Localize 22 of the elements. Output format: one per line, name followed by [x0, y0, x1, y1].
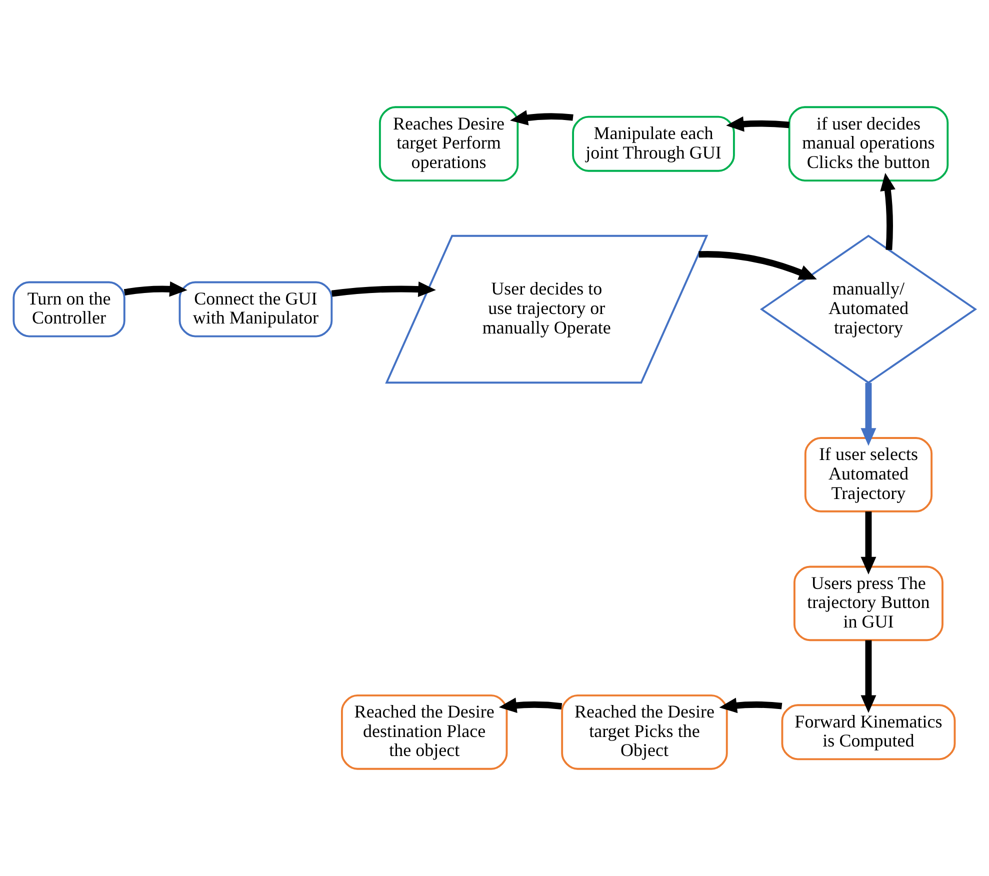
node-box: Reached the Desire destination Place the object [340, 694, 508, 770]
arrow [698, 251, 817, 280]
node-box: If user selects Automated Trajectory [804, 437, 933, 512]
arrow [726, 116, 790, 132]
node-box: Forward Kinematics is Computed [781, 704, 956, 760]
node-box: Turn on the Controller [12, 281, 126, 338]
node-diamond: manually/ Automated trajectory [760, 234, 978, 384]
node-box: if user decides manual operations Clicks the button [788, 106, 949, 182]
node-box: Reached the Desire target Picks the Object [561, 694, 728, 770]
arrow [510, 110, 574, 126]
arrow [498, 698, 562, 713]
arrow [124, 281, 188, 297]
arrow [860, 640, 876, 713]
node-box: Reaches Desire target Perform operations [378, 106, 519, 182]
node-box: Connect the GUI with Manipulator [178, 281, 333, 338]
arrow [719, 698, 782, 714]
arrow [860, 382, 876, 446]
arrow [331, 282, 436, 297]
node-box: Manipulate each joint Through GUI [572, 116, 735, 172]
arrow [860, 511, 876, 575]
node-box: Users press The trajectory Button in GUI [794, 566, 944, 642]
arrow [880, 172, 896, 250]
